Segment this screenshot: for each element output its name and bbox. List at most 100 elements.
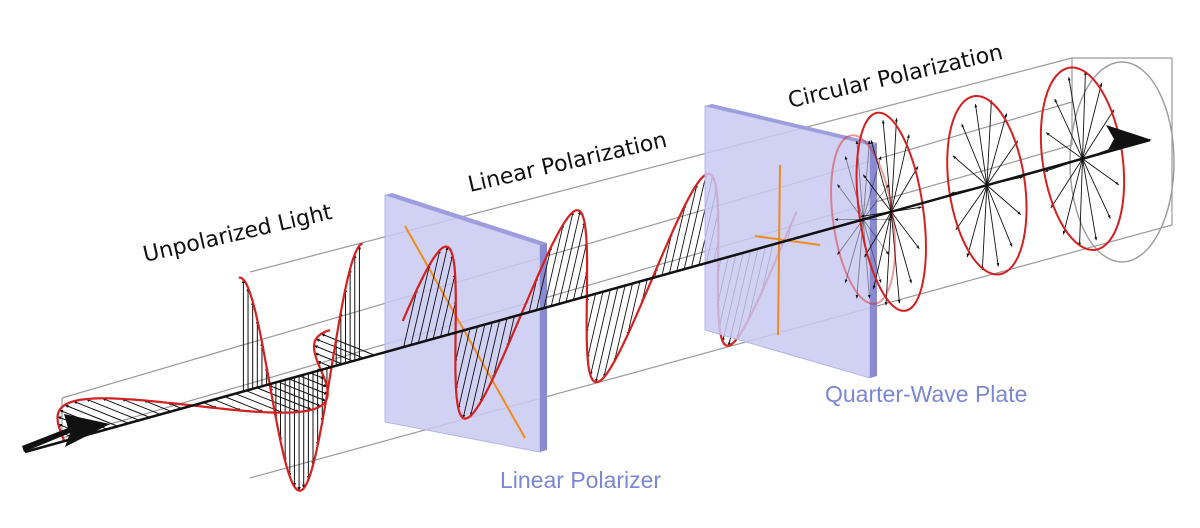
circular-vectors — [834, 71, 1121, 306]
linear-vector — [410, 264, 431, 346]
linear-vector — [595, 287, 619, 383]
linear-vector — [447, 300, 457, 335]
unpolarized-diagonal-vector — [64, 404, 118, 427]
unpolarized-diagonal-vector — [277, 381, 327, 402]
unpolarized-diagonal-vector — [315, 338, 364, 359]
circular-vector — [986, 100, 993, 186]
circular-vector — [890, 211, 920, 250]
circular-ring — [1039, 66, 1126, 251]
circular-vector — [952, 155, 988, 186]
linear-vector — [603, 285, 626, 378]
circular-vector — [986, 184, 1022, 215]
channel-top-back-edge — [61, 101, 1073, 399]
circular-vector — [986, 185, 1013, 247]
channel-bottom-back-edge — [61, 144, 1073, 439]
circular-vector — [890, 211, 901, 304]
circular-vector — [881, 119, 892, 212]
linear-vector — [536, 246, 552, 311]
linear-vector — [613, 283, 633, 362]
circular-vector — [986, 140, 1019, 186]
circular-vector — [1078, 158, 1083, 247]
linear-polarizer-side — [540, 243, 547, 452]
unpolarized-diagonal-vector — [320, 333, 375, 356]
quarter-wave-fast-axis — [777, 164, 781, 336]
circular-vector — [862, 219, 871, 299]
quarter-wave-plate-face — [704, 105, 871, 379]
circular-vector — [1082, 158, 1120, 186]
circular-vector — [837, 219, 864, 255]
quarter-wave-plate-top — [705, 104, 877, 145]
circular-vector — [1082, 71, 1087, 159]
circular-vector — [1082, 158, 1098, 241]
circular-vector — [955, 184, 988, 230]
propagation-axis — [24, 138, 1151, 454]
linear-vector — [668, 204, 687, 274]
label-linear-polarization: Linear Polarization — [466, 128, 670, 198]
circular-vector — [884, 211, 892, 306]
linear-vector — [585, 293, 597, 333]
unpolarized-diagonal-vector — [267, 384, 321, 407]
circular-vector — [1082, 82, 1103, 159]
unpolarized-diagonal-vector — [256, 387, 313, 411]
circular-helix-rings — [830, 66, 1126, 312]
linear-vector — [455, 328, 471, 390]
linear-vector — [440, 273, 456, 337]
circular-vector — [862, 140, 871, 220]
linear-vector — [454, 330, 464, 363]
circular-vector — [974, 103, 988, 186]
incoming-arrow-icon — [22, 414, 110, 452]
unpolarized-diagonal-vector — [299, 375, 328, 388]
circular-vector — [872, 211, 892, 290]
circular-vector — [890, 211, 912, 284]
unpolarized-diagonal-vector — [101, 397, 151, 418]
linear-vector — [543, 223, 565, 309]
linear-vector — [586, 291, 604, 359]
channel-top-front-edge — [249, 57, 1073, 273]
unpolarized-diagonal-vector — [73, 400, 129, 424]
linear-vector — [462, 324, 486, 419]
label-circular-polarization: Circular Polarization — [786, 40, 1006, 114]
linear-vector — [565, 221, 586, 303]
unpolarized-diagonal-vector — [85, 398, 140, 421]
circular-ring — [855, 111, 927, 312]
unpolarized-diagonal-vector — [316, 360, 332, 368]
circular-ring — [830, 134, 897, 305]
circular-vector — [864, 211, 892, 258]
circular-vector — [890, 117, 898, 212]
linear-vector — [425, 246, 449, 341]
linear-vector — [469, 322, 493, 417]
linear-vector — [572, 242, 588, 301]
unpolarized-diagonal-vector — [143, 399, 172, 412]
unpolarized-diagonal-vector — [224, 396, 264, 413]
unpolarized-diagonal-vector — [213, 399, 242, 412]
circular-vector — [1050, 158, 1083, 209]
circular-vector — [961, 123, 988, 186]
linear-vector — [676, 183, 698, 272]
linear-vector — [589, 289, 611, 376]
circular-vector — [844, 156, 864, 220]
circular-vector — [870, 140, 892, 212]
linear-vector — [417, 249, 441, 343]
end-circle — [1069, 61, 1175, 263]
quarter-wave-plate — [704, 104, 877, 379]
linear-vector — [432, 254, 454, 339]
circular-vector — [986, 113, 1008, 186]
circular-vector — [1067, 76, 1083, 159]
circular-vector — [986, 185, 1000, 267]
circular-vector — [890, 134, 910, 212]
linear-vector — [558, 210, 581, 305]
circular-vector — [862, 219, 882, 284]
linear-vector — [480, 320, 501, 403]
unpolarized-waves — [56, 242, 364, 492]
linear-vector — [550, 211, 574, 307]
unpolarized-vertical-wave — [238, 242, 364, 492]
quarter-wave-plate-side — [870, 143, 877, 378]
linear-vector — [661, 233, 673, 276]
label-quarter-wave-plate: Quarter-Wave Plate — [825, 381, 1027, 407]
unpolarized-diagonal-wave — [56, 329, 331, 442]
circular-vector — [1062, 158, 1083, 235]
circular-vector — [862, 174, 892, 213]
unpolarized-diagonal-vector — [310, 372, 325, 380]
